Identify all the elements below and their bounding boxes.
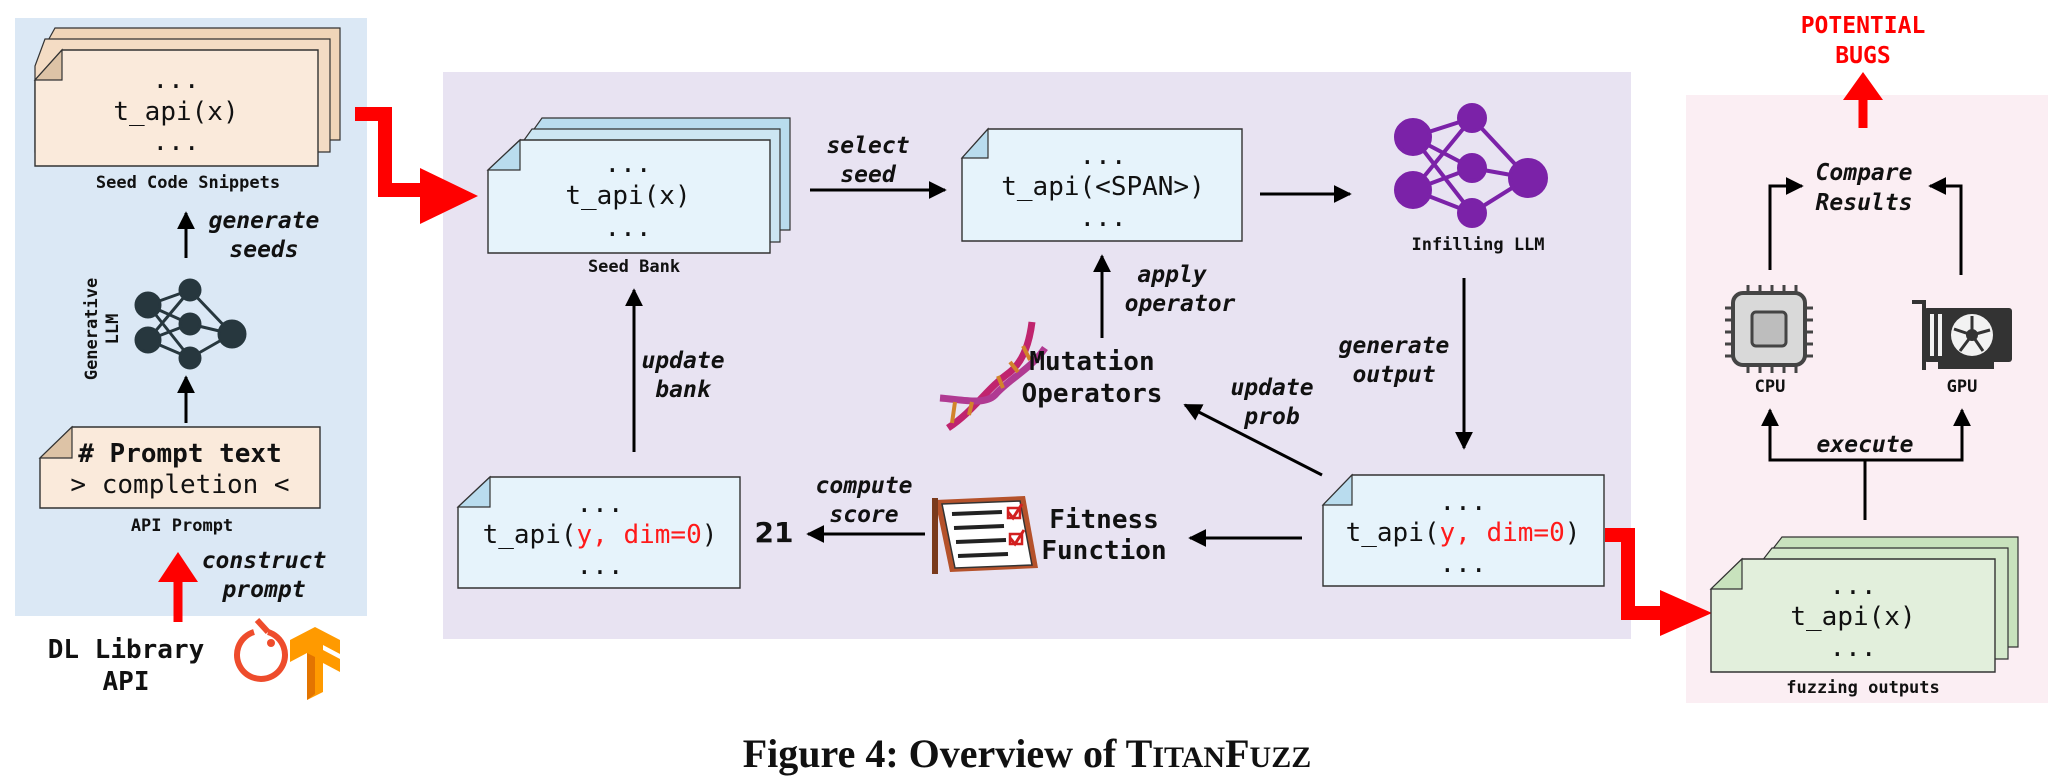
compare-results-label-1: Compare <box>1816 160 1913 186</box>
output-box-args: y, dim=0 <box>1440 518 1565 548</box>
scored-box-line2: t_api(y, dim=0) <box>483 520 718 550</box>
update-prob-label-2: prob <box>1243 404 1300 430</box>
seed-snippet-line1: ... <box>153 65 200 95</box>
caption-name-small-2: UZZ <box>1250 741 1312 774</box>
seed-snippet-line2: t_api(x) <box>113 97 238 127</box>
seed-bank-line3: ... <box>605 213 652 243</box>
select-seed-label-1: select <box>826 133 909 159</box>
pytorch-icon <box>234 617 288 682</box>
seed-to-bank-red-arrowhead <box>420 168 478 224</box>
figure-caption: Figure 4: Overview of TITANFUZZ <box>743 731 1311 776</box>
mutation-operators-label-2: Operators <box>1022 379 1163 409</box>
prompt-line2: > completion < <box>70 470 289 500</box>
output-box-fn: t_api( <box>1346 518 1440 548</box>
potential-bugs-label-2: BUGS <box>1835 43 1890 69</box>
seed-bank-label: Seed Bank <box>588 257 680 277</box>
span-code-box: ... t_api(<SPAN>) ... <box>960 127 1243 242</box>
update-prob-arrow <box>1183 403 1323 477</box>
caption-name-big-1: T <box>1126 731 1153 776</box>
output-box-line3: ... <box>1440 549 1487 579</box>
cpu-label: CPU <box>1755 377 1786 397</box>
mutation-operators-label-1: Mutation <box>1029 347 1154 377</box>
generate-seeds-label-1: generate <box>209 208 320 234</box>
tensorflow-icon <box>290 627 340 700</box>
execute-label: execute <box>1817 432 1914 458</box>
caption-name-small-1: ITAN <box>1152 741 1225 774</box>
api-prompt-box: # Prompt text > completion < <box>38 425 321 509</box>
network-icon <box>134 278 247 370</box>
output-code-box: ... t_api(y, dim=0) ... <box>1321 473 1605 587</box>
update-bank-label-2: bank <box>655 377 712 403</box>
generative-llm-label-1: Generative <box>82 278 102 380</box>
output-to-fuzz-red-arrowhead <box>1660 590 1712 636</box>
dna-icon <box>939 321 1048 431</box>
fuzz-box-line1: ... <box>1830 571 1877 601</box>
output-box-line1: ... <box>1440 487 1487 517</box>
fitness-function-label-1: Fitness <box>1049 505 1159 535</box>
generate-output-label-1: generate <box>1339 333 1450 359</box>
execute-cpu-arrow <box>1761 408 1867 520</box>
scored-box-fn: t_api( <box>483 520 577 550</box>
dl-library-label-1: DL Library <box>48 635 205 665</box>
seed-to-bank-red-arrow <box>355 107 425 197</box>
api-prompt-label: API Prompt <box>131 516 233 536</box>
fuzzing-outputs-label: fuzzing outputs <box>1786 678 1940 698</box>
compare-results-label-2: Results <box>1816 190 1913 216</box>
generate-seeds-label-2: seeds <box>229 237 298 263</box>
gpu-label: GPU <box>1947 377 1978 397</box>
generate-output-label-2: output <box>1352 362 1435 388</box>
scored-box-close: ) <box>702 520 718 550</box>
span-box-line1: ... <box>1080 141 1127 171</box>
update-bank-label-1: update <box>641 348 724 374</box>
dl-library-label-2: API <box>103 667 150 697</box>
scored-box-line1: ... <box>577 489 624 519</box>
output-box-close: ) <box>1565 518 1581 548</box>
bugs-arrowhead <box>1843 72 1883 100</box>
fuzz-box-line2: t_api(x) <box>1790 602 1915 632</box>
cpu-icon <box>1725 285 1813 373</box>
execute-gpu-arrow <box>1865 408 1971 462</box>
fitness-function-label-2: Function <box>1041 536 1166 566</box>
output-box-line2: t_api(y, dim=0) <box>1346 518 1581 548</box>
potential-bugs-label-1: POTENTIAL <box>1801 13 1926 39</box>
scored-box-line3: ... <box>577 551 624 581</box>
fuzz-box-line3: ... <box>1830 633 1877 663</box>
gpu-icon <box>1912 300 2012 370</box>
compute-score-label-1: compute <box>816 473 913 499</box>
seed-snippets-label: Seed Code Snippets <box>96 173 280 193</box>
span-box-line2: t_api(<SPAN>) <box>1001 172 1205 202</box>
seed-bank-line1: ... <box>605 149 652 179</box>
scored-code-box: ... t_api(y, dim=0) ... <box>456 475 741 589</box>
select-seed-label-2: seed <box>840 162 897 188</box>
span-box-line3: ... <box>1080 203 1127 233</box>
construct-prompt-label-2: prompt <box>221 577 305 603</box>
prompt-line1: # Prompt text <box>78 439 282 469</box>
apply-operator-label-1: apply <box>1137 262 1207 288</box>
caption-prefix: Figure 4: Overview of <box>743 731 1126 776</box>
fuzzing-outputs-stack: ... t_api(x) ... <box>1709 536 2019 673</box>
update-prob-label-1: update <box>1230 375 1313 401</box>
compute-score-label-2: score <box>829 502 898 528</box>
cpu-to-compare-arrow <box>1768 177 1804 270</box>
infilling-llm-label: Infilling LLM <box>1411 235 1544 255</box>
construct-prompt-label-1: construct <box>202 548 327 574</box>
generative-llm-label-2: LLM <box>103 314 123 345</box>
infilling-llm-network-icon <box>1394 103 1548 228</box>
seed-snippet-line3: ... <box>153 127 200 157</box>
score-value: 21 <box>755 516 794 549</box>
apply-operator-label-2: operator <box>1125 291 1236 317</box>
construct-prompt-arrowhead <box>158 552 198 582</box>
seed-bank-line2: t_api(x) <box>565 181 690 211</box>
caption-name-big-2: F <box>1225 731 1249 776</box>
seed-code-snippets-stack: ... t_api(x) ... <box>33 27 341 167</box>
gpu-to-compare-arrow <box>1928 177 1963 275</box>
checklist-icon <box>932 496 1038 574</box>
output-to-fuzz-red-arrow <box>1605 528 1665 620</box>
scored-box-args: y, dim=0 <box>577 520 702 550</box>
seed-bank-stack: ... t_api(x) ... <box>486 117 791 254</box>
